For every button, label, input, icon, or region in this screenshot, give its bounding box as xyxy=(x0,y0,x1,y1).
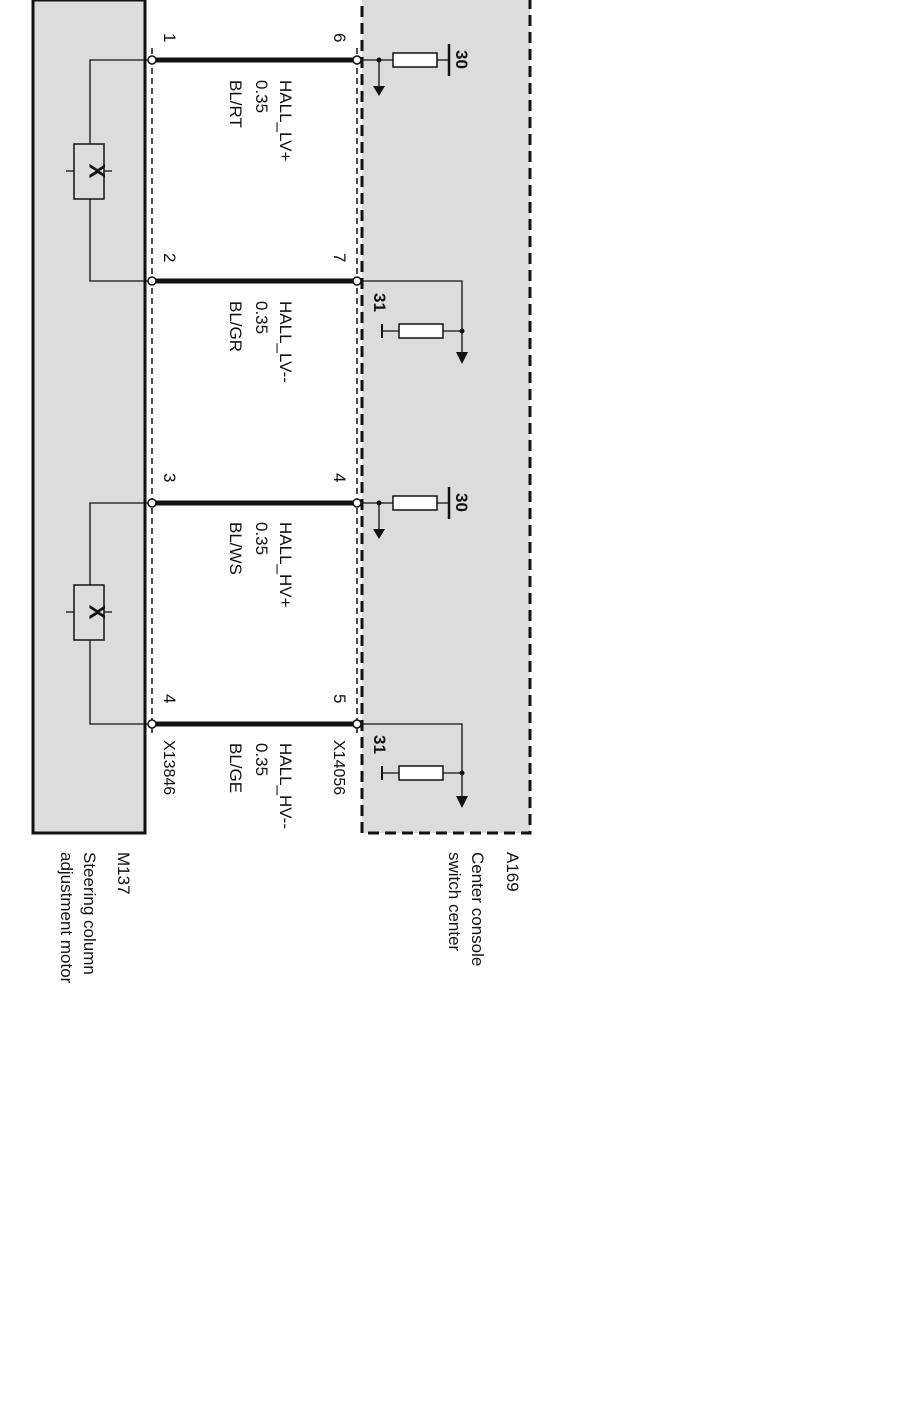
wire-size-4: 0.35 xyxy=(252,743,271,776)
pin-motor-1: 1 xyxy=(160,33,179,42)
terminal-label-3: 30 xyxy=(452,493,471,512)
connector-label-x13846: X13846 xyxy=(160,740,177,795)
switch-center-component-id: A169 xyxy=(503,852,522,892)
connector-label-x14056: X14056 xyxy=(330,740,347,795)
pin-switch-3: 4 xyxy=(330,473,349,482)
motor-component-box xyxy=(31,0,147,835)
wire-label-1: HALL_LV+ 0.35 BL/RT xyxy=(226,80,295,162)
hall-sensor-hv: X xyxy=(66,502,148,725)
pin-switch-1: 6 xyxy=(330,33,349,42)
terminal-label-2: 31 xyxy=(370,293,389,312)
wire-size-1: 0.35 xyxy=(252,80,271,113)
wire-size-3: 0.35 xyxy=(252,522,271,555)
hall-sensor-hv-symbol: X xyxy=(85,605,110,620)
wire-color-3: BL/WS xyxy=(226,522,245,575)
wire-hall-lv-minus xyxy=(147,276,362,286)
hall-sensor-lv-symbol: X xyxy=(85,164,110,179)
pin-switch-4: 5 xyxy=(330,694,349,703)
wire-hall-hv-minus xyxy=(147,719,362,729)
pin-motor-3: 3 xyxy=(160,473,179,482)
motor-component-label: M137 Steering column adjustment motor xyxy=(57,852,133,984)
hall-sensor-lv: X xyxy=(66,59,148,282)
wire-hall-lv-plus xyxy=(147,55,362,65)
motor-component-id: M137 xyxy=(114,852,133,895)
wire-color-1: BL/RT xyxy=(226,80,245,128)
pulldown-circuit-4 xyxy=(361,723,468,808)
switch-center-component-name-line2: switch center xyxy=(445,852,464,952)
wire-signal-1: HALL_LV+ xyxy=(276,80,295,162)
wire-signal-4: HALL_HV-- xyxy=(276,743,295,829)
wire-label-4: HALL_HV-- 0.35 BL/GE xyxy=(226,743,295,829)
wire-color-2: BL/GR xyxy=(226,301,245,352)
switch-center-component-box xyxy=(360,0,532,835)
switch-center-component-label: A169 Center console switch center xyxy=(445,852,522,966)
motor-component-name-line2: adjustment motor xyxy=(57,852,76,984)
pin-motor-2: 2 xyxy=(160,253,179,262)
wire-label-2: HALL_LV-- 0.35 BL/GR xyxy=(226,301,295,383)
terminal-label-1: 30 xyxy=(452,50,471,69)
wire-signal-3: HALL_HV+ xyxy=(276,522,295,608)
pin-switch-2: 7 xyxy=(330,253,349,262)
wire-color-4: BL/GE xyxy=(226,743,245,793)
pullup-circuit-1 xyxy=(361,44,451,96)
wire-hall-hv-plus xyxy=(147,498,362,508)
pulldown-circuit-2 xyxy=(361,280,468,364)
pullup-circuit-3 xyxy=(361,487,451,539)
motor-component-name-line1: Steering column xyxy=(80,852,99,975)
wire-signal-2: HALL_LV-- xyxy=(276,301,295,383)
switch-center-component-name-line1: Center console xyxy=(468,852,487,966)
wire-label-3: HALL_HV+ 0.35 BL/WS xyxy=(226,522,295,608)
terminal-label-4: 31 xyxy=(370,735,389,754)
wire-size-2: 0.35 xyxy=(252,301,271,334)
pin-motor-4: 4 xyxy=(160,694,179,703)
